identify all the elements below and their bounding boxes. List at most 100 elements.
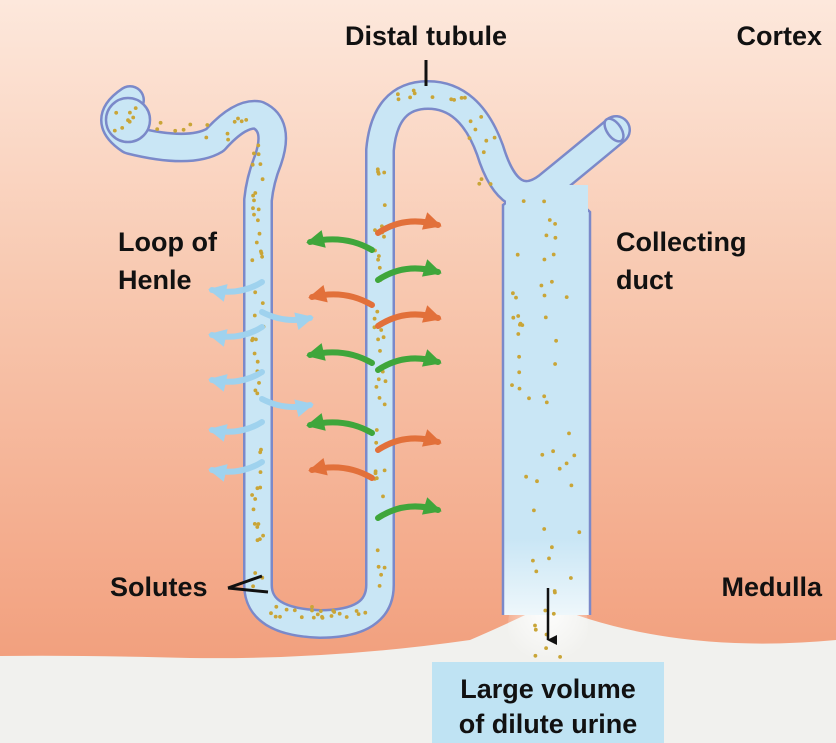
solute-dot (226, 138, 230, 142)
loop-of-henle-label-line1: Loop of (118, 227, 218, 257)
solute-dot (375, 428, 379, 432)
solute-dot (377, 377, 381, 381)
solute-dot (383, 469, 387, 473)
solute-dot (565, 462, 569, 466)
solute-dot (516, 332, 520, 336)
solute-dot (331, 609, 335, 613)
solute-dot (569, 576, 573, 580)
solute-dot (543, 294, 547, 298)
solute-dot (554, 339, 558, 343)
solute-dot (251, 337, 255, 341)
solute-dot (544, 316, 548, 320)
solute-dot (244, 118, 248, 122)
solute-dot (381, 495, 385, 499)
solute-dot (259, 470, 263, 474)
solute-dot (261, 301, 265, 305)
solute-dot (396, 92, 400, 96)
solute-dot (376, 548, 380, 552)
solute-dot (376, 258, 380, 262)
solute-dot (259, 162, 263, 166)
solute-dot (374, 469, 378, 473)
solute-dot (517, 355, 521, 359)
solute-dot (260, 251, 264, 255)
solute-dot (545, 234, 549, 238)
solute-dot (469, 119, 473, 123)
solute-dot (355, 609, 359, 613)
solute-dot (577, 530, 581, 534)
solute-dot (182, 128, 186, 132)
solute-dot (134, 106, 138, 110)
solute-dot (377, 254, 381, 258)
solute-dot (126, 118, 130, 122)
solute-dot (378, 349, 382, 353)
solute-dot (113, 129, 117, 133)
solute-dot (252, 199, 256, 203)
solute-dot (256, 360, 260, 364)
solutes-label: Solutes (110, 572, 208, 602)
collecting-duct-label-line1: Collecting (616, 227, 747, 257)
solute-dot (285, 608, 289, 612)
solute-dot (524, 475, 528, 479)
solute-dot (479, 115, 483, 119)
solute-dot (516, 253, 520, 257)
solute-dot (553, 222, 557, 226)
solute-dot (321, 616, 325, 620)
solute-dot (431, 95, 435, 99)
solute-dot (565, 295, 569, 299)
solute-dot (545, 401, 549, 405)
solute-dot (379, 328, 383, 332)
solute-dot (533, 624, 537, 628)
solute-dot (254, 389, 258, 393)
solute-dot (382, 335, 386, 339)
solute-dot (236, 117, 240, 121)
solute-dot (552, 253, 556, 257)
solute-dot (542, 527, 546, 531)
solute-dot (312, 616, 316, 620)
solute-dot (493, 136, 497, 140)
solute-dot (377, 172, 381, 176)
solute-dot (482, 150, 486, 154)
solute-dot (155, 127, 159, 131)
solute-dot (382, 171, 386, 175)
medulla-label: Medulla (721, 572, 822, 602)
solute-dot (253, 497, 257, 501)
solute-dot (522, 199, 526, 203)
solute-dot (319, 609, 323, 613)
solute-dot (474, 128, 478, 132)
solute-dot (256, 486, 260, 490)
solute-dot (258, 232, 262, 236)
solute-dot (542, 200, 546, 204)
solute-dot (345, 615, 349, 619)
solute-dot (274, 615, 278, 619)
solute-dot (251, 163, 255, 167)
solute-dot (377, 565, 381, 569)
solute-dot (382, 235, 386, 239)
solute-dot (310, 605, 314, 609)
solute-dot (258, 537, 262, 541)
solute-dot (378, 266, 382, 270)
solute-dot (517, 370, 521, 374)
solute-dot (253, 571, 257, 575)
solute-dot (535, 479, 539, 483)
solute-dot (514, 296, 518, 300)
solute-dot (383, 403, 387, 407)
solute-dot (257, 381, 261, 385)
solute-dot (544, 646, 548, 650)
solute-dot (300, 615, 304, 619)
solute-dot (518, 387, 522, 391)
solute-dot (159, 121, 163, 125)
solute-dot (374, 441, 378, 445)
solute-dot (460, 96, 464, 100)
solute-dot (452, 98, 456, 102)
solute-dot (511, 291, 515, 295)
solute-dot (534, 654, 538, 658)
solute-dot (373, 317, 377, 321)
solute-dot (120, 126, 124, 130)
solute-dot (278, 615, 282, 619)
solute-dot (553, 362, 557, 366)
solute-dot (114, 111, 118, 115)
solute-dot (552, 612, 556, 616)
solute-dot (205, 123, 209, 127)
collecting-duct-join (506, 185, 588, 213)
solute-dot (257, 522, 261, 526)
